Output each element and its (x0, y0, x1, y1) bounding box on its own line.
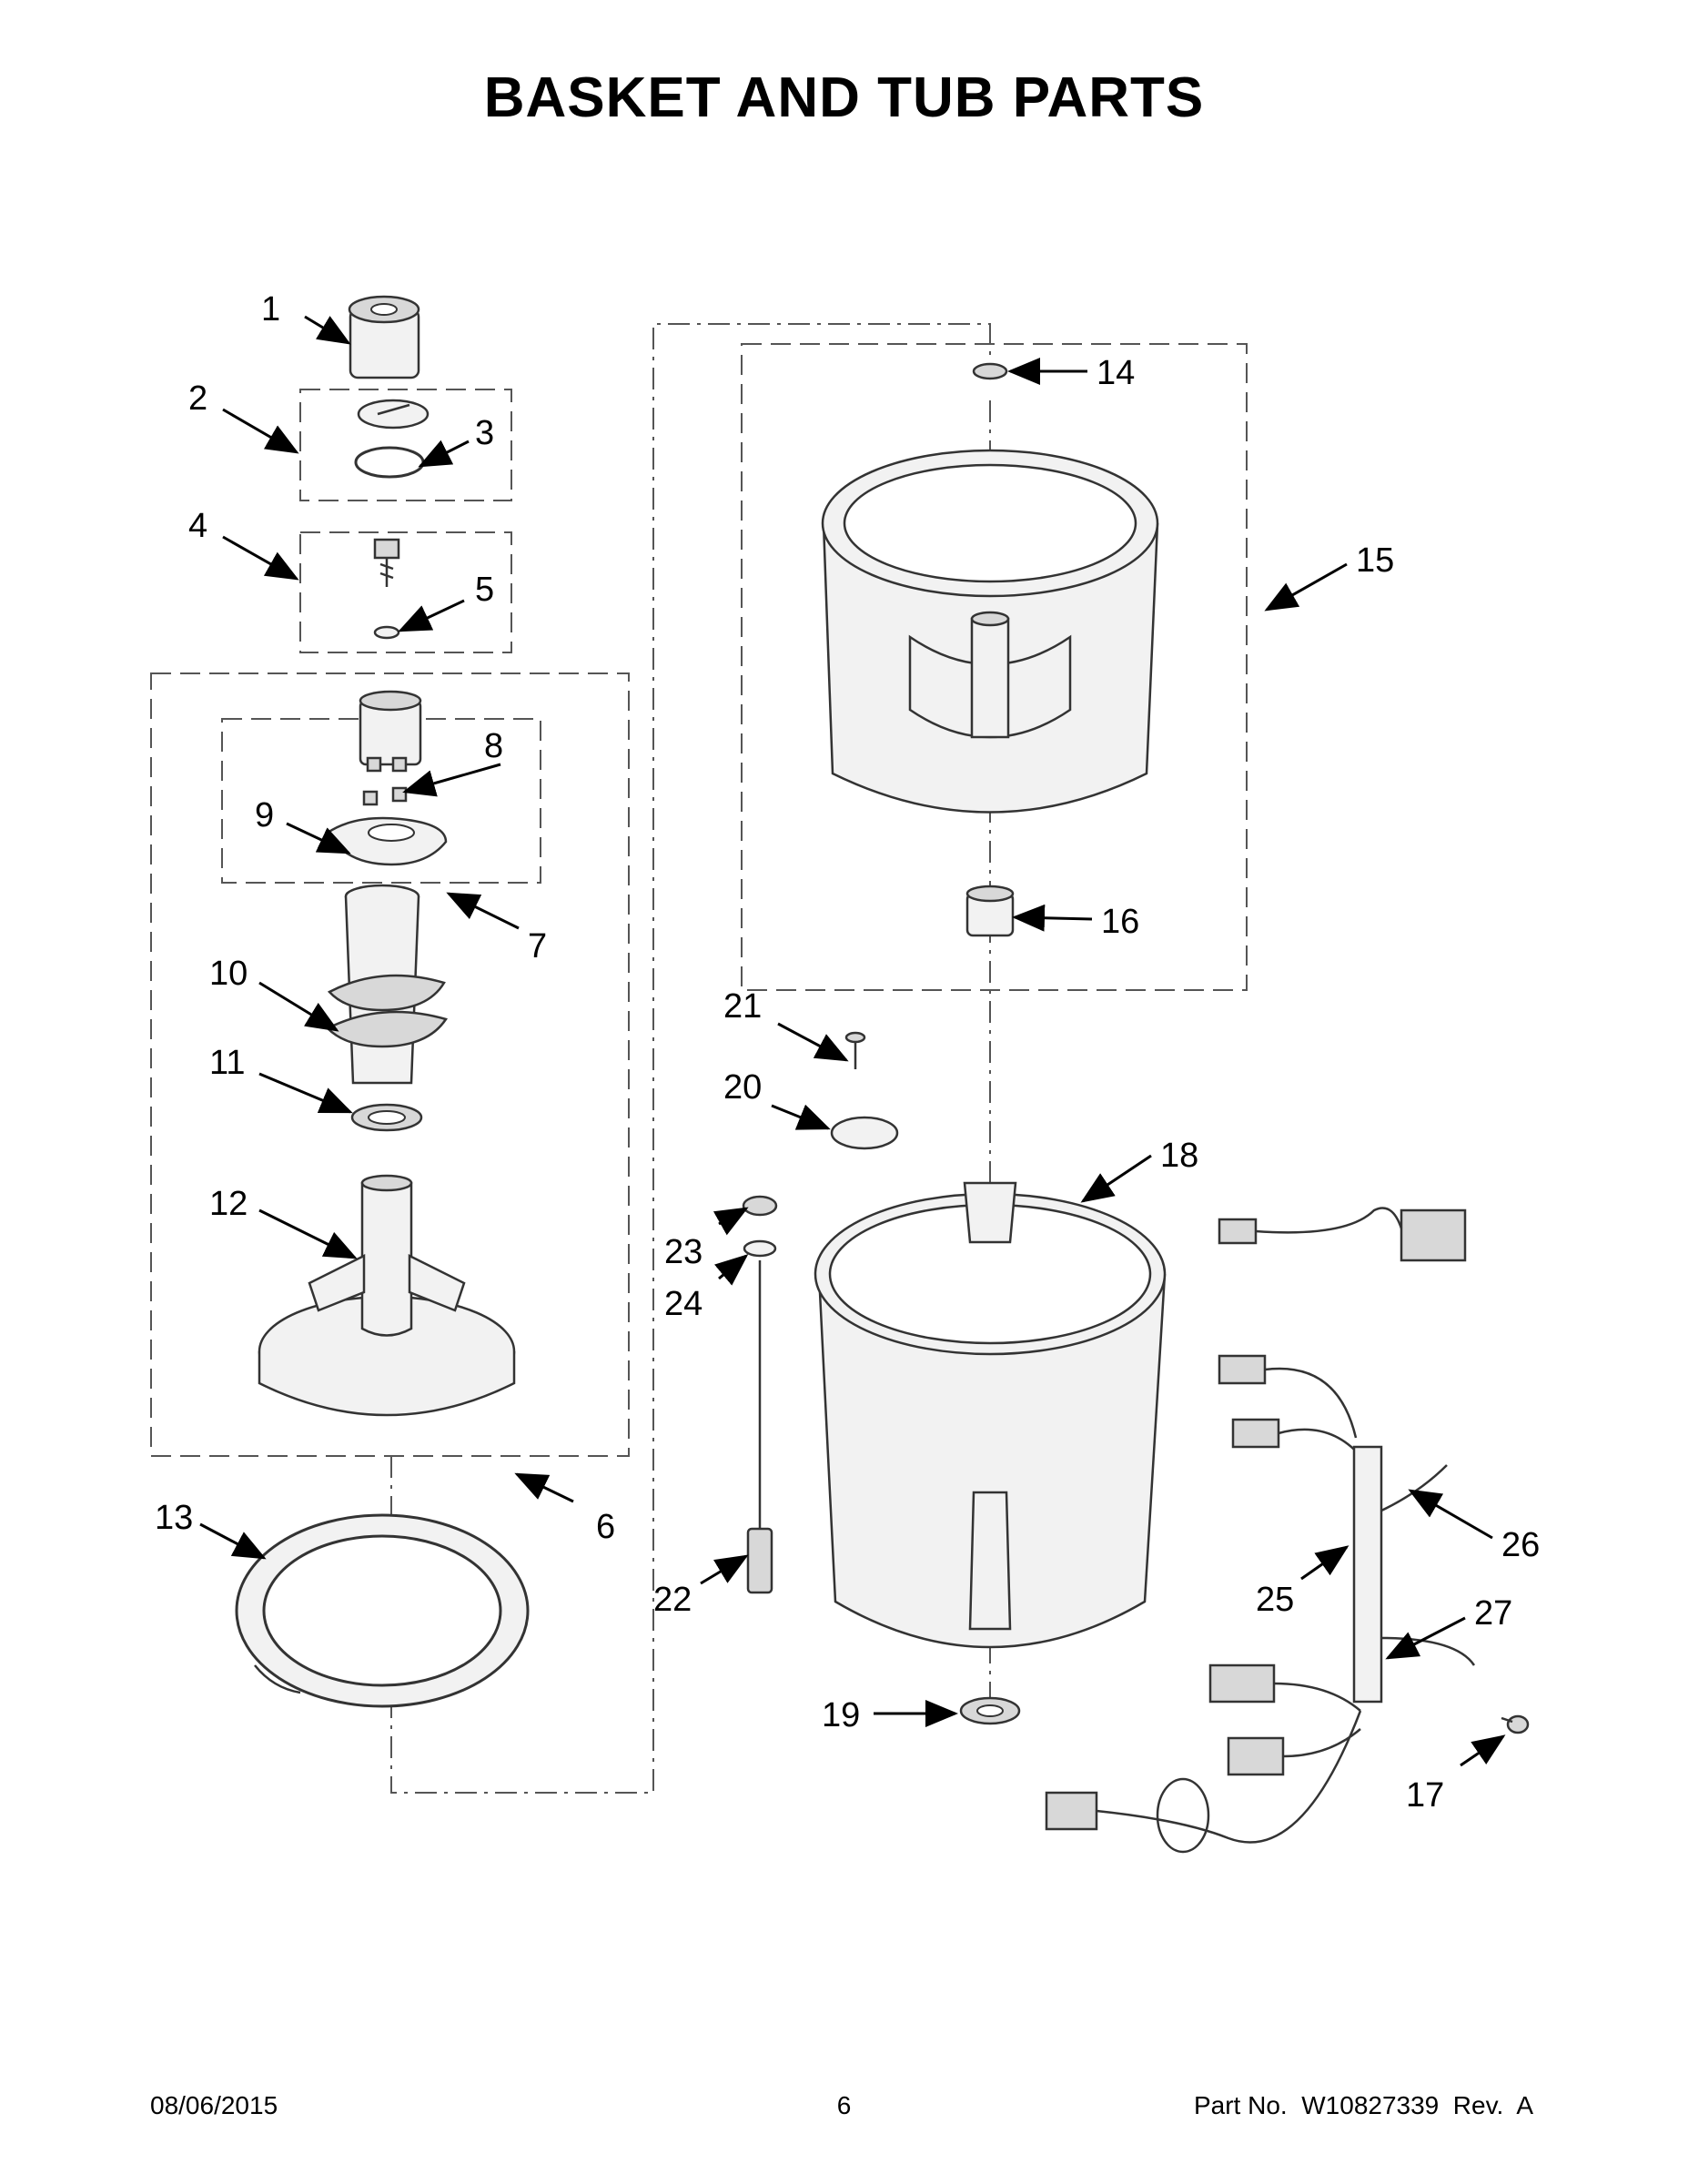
group-frame-15 (741, 343, 1248, 991)
callout-12: 12 (209, 1185, 248, 1223)
callout-4: 4 (188, 507, 207, 545)
callout-26: 26 (1501, 1526, 1540, 1564)
callout-22: 22 (653, 1581, 692, 1619)
callout-13: 13 (155, 1499, 193, 1537)
part-15-basket (821, 449, 1159, 814)
part-14-nut (972, 362, 1008, 380)
assembly-link-line (390, 323, 991, 1794)
part-13-tub-ring (235, 1513, 530, 1708)
callout-arrows (199, 315, 1506, 1767)
part-25-wire-harness (1045, 1207, 1476, 1854)
part-11-bearing-ring (350, 1103, 423, 1132)
part-21-screw (844, 1031, 866, 1069)
callout-23: 23 (664, 1233, 702, 1271)
callout-16: 16 (1101, 903, 1139, 941)
part-20-plate (830, 1116, 899, 1150)
group-frame-6 (150, 672, 630, 1457)
footer-page-number: 6 (836, 2091, 852, 2119)
callout-24: 24 (664, 1285, 702, 1323)
part-4-bolt (373, 538, 400, 587)
part-19-seal (959, 1696, 1021, 1725)
callout-7: 7 (528, 927, 547, 966)
part-3-o-ring (354, 446, 425, 479)
callout-8: 8 (484, 727, 503, 765)
callout-21: 21 (723, 987, 762, 1026)
callout-25: 25 (1256, 1581, 1294, 1619)
part-12-agitator-base (258, 1174, 516, 1417)
callout-11: 11 (209, 1044, 245, 1082)
callout-20: 20 (723, 1068, 762, 1107)
group-frame-2-3 (299, 389, 512, 501)
callout-14: 14 (1097, 354, 1135, 392)
callout-15: 15 (1356, 541, 1394, 580)
callout-18: 18 (1160, 1137, 1198, 1175)
part-5-washer (373, 625, 400, 640)
part-cam-top (359, 690, 422, 766)
callout-9: 9 (255, 796, 274, 834)
part-16-hub-adapter (965, 885, 1015, 937)
callout-labels: 1 2 3 4 5 6 7 8 9 10 11 12 13 14 15 16 1… (155, 290, 1540, 1815)
part-22-rod (746, 1260, 773, 1594)
callout-17: 17 (1406, 1776, 1444, 1815)
callout-3: 3 (475, 414, 494, 452)
group-frame-4-5 (299, 531, 512, 653)
callout-1: 1 (261, 290, 280, 329)
callout-5: 5 (475, 571, 494, 609)
footer-date: 08/06/2015 (150, 2091, 278, 2119)
callout-27: 27 (1474, 1594, 1512, 1633)
part-8-dogs (362, 756, 408, 806)
part-17-screw (1501, 1714, 1530, 1734)
callout-10: 10 (209, 955, 248, 993)
callout-19: 19 (822, 1696, 860, 1734)
callout-2: 2 (188, 379, 207, 418)
part-23-cap (742, 1195, 778, 1217)
callout-6: 6 (596, 1508, 615, 1546)
part-1-agitator-cap (348, 295, 420, 379)
part-10-auger (325, 884, 448, 1085)
part-2-cam-cover (357, 399, 430, 430)
footer-part-number: Part No. W10827339 Rev. A (1193, 2091, 1533, 2119)
part-24-washer (743, 1239, 777, 1258)
page-title: BASKET AND TUB PARTS (483, 66, 1205, 129)
part-9-cam-plate (326, 816, 448, 866)
part-18-outer-tub (814, 1181, 1167, 1649)
